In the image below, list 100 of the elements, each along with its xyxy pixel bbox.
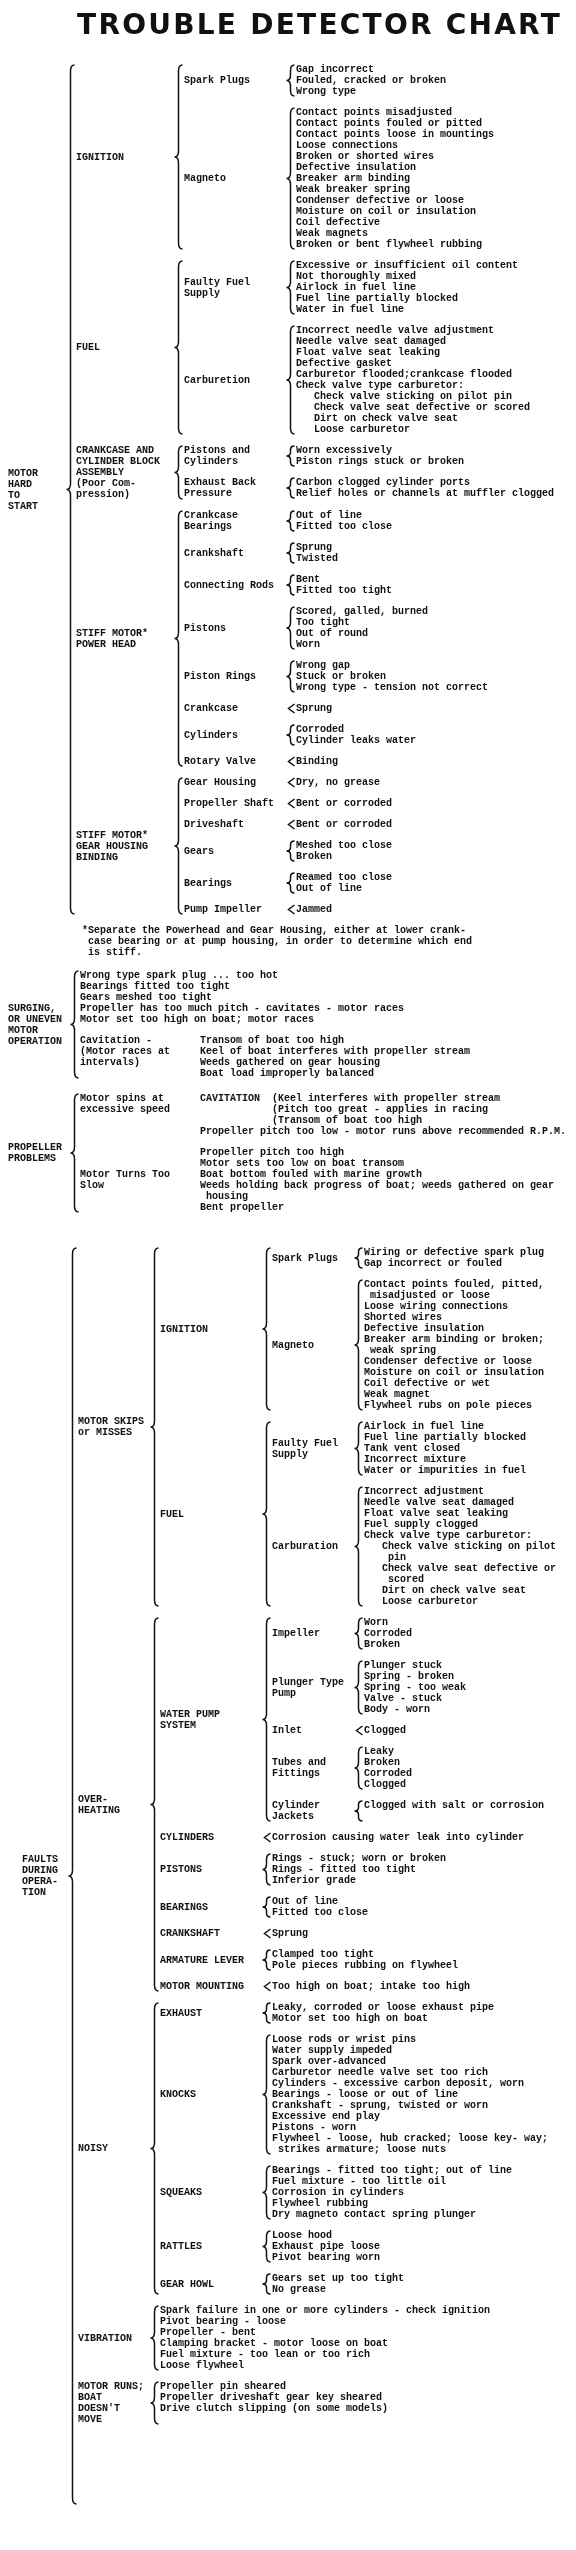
cause-text: Condenser defective or loose [296,195,466,206]
cause-text: Valve - stuck [364,1693,443,1704]
cause-text: Needle valve seat damaged [364,1497,516,1508]
cause-text: Wrong gap [296,660,351,671]
cause-text: Broken [296,851,333,862]
cause-text: Out of line [296,510,363,521]
cause-text: Drive clutch slipping (on some models) [160,2403,390,2414]
cause-text: Wrong type - tension not correct [296,682,490,693]
cause-text: Excessive or insufficient oil content [296,260,520,271]
cause-text: Dry, no grease [296,777,381,788]
cause-text: Worn [296,639,321,650]
cause-text: Cylinders - excessive carbon deposit, worn [272,2078,526,2089]
category-label: SURGING, OR UNEVEN MOTOR OPERATION [8,1002,63,1047]
cause-text: Loose rods or wrist pins [272,2034,418,2045]
cause-text: Check valve type carburetor: [296,380,466,391]
category-label: Piston Rings [184,671,257,682]
category-label: GEAR HOWL [160,2278,215,2290]
category-label: Motor spins at excessive speed [80,1093,171,1115]
cause-text: Broken or bent flywheel rubbing [296,239,484,250]
cause-text: Crankshaft - sprung, twisted or worn [272,2100,490,2111]
cause-text: Gears set up too tight [272,2273,406,2284]
cause-text: Propeller - bent [160,2327,257,2338]
category-label: Pistons [184,622,227,634]
cause-text: Broken [364,1639,401,1650]
cause-text: Breaker arm binding or broken; weak spring [364,1334,546,1356]
cause-text: Excessive end play [272,2111,381,2122]
cause-text: Flywheel - loose, hub cracked; loose key- way; strikes armature; loose nuts [272,2133,550,2155]
cause-text: Keel of boat interferes with propeller stream [200,1046,472,1057]
cause-text: Fitted too tight [296,585,393,596]
category-label: MOTOR HARD TO START [8,467,39,512]
cause-text: Fitted too close [272,1907,369,1918]
cause-text: Rings - fitted too tight [272,1864,418,1875]
category-label: Magneto [184,173,227,184]
cause-text: Propeller driveshaft gear key sheared [160,2392,383,2403]
cause-text: Coil defective or wet [364,1378,492,1389]
category-label: Crankcase [184,703,239,714]
cause-text: Fuel line partially blocked [364,1432,528,1443]
cause-text: Contact points misadjusted [296,107,453,118]
category-label: Faulty Fuel Supply [272,1437,339,1460]
category-label: EXHAUST [160,2007,203,2019]
cause-text: Weak breaker spring [296,184,412,195]
cause-text: Carburetor needle valve set too rich [272,2067,490,2078]
category-label: Gears [184,845,215,857]
category-label: MOTOR MOUNTING [160,1981,245,1992]
cause-text: Dry magneto contact spring plunger [272,2209,478,2220]
cause-text: Motor set too high on boat [272,2013,430,2024]
cause-text: Airlock in fuel line [296,282,418,293]
cause-text: Dirt on check valve seat [381,1585,528,1596]
category-label: Faulty Fuel Supply [184,276,251,299]
cause-text: (Transom of boat too high [272,1115,423,1126]
category-label: MOTOR SKIPS or MISSES [78,1416,145,1438]
category-label: BEARINGS [160,1901,209,1913]
cause-text: Float valve seat leaking [296,347,441,358]
cause-text: Bent or corroded [296,819,393,830]
cause-text: Condenser defective or loose [364,1356,534,1367]
category-label: (Motor races at intervals) [80,1046,171,1068]
cause-text: Gap incorrect [296,64,375,75]
cause-text: Rings - stuck; worn or broken [272,1853,448,1864]
cause-text: Fouled, cracked or broken [296,75,448,86]
cause-text: Propeller has too much pitch - cavitates - motor races [80,1003,406,1014]
cause-text: Out of line [296,883,363,894]
cause-text: Breaker arm binding [296,173,412,184]
category-label: Exhaust Back Pressure [184,477,257,499]
cause-text: Float valve seat leaking [364,1508,509,1519]
cause-text: Defective insulation [296,162,418,173]
category-label: Pump Impeller [184,904,263,915]
cause-text: Too high on boat; intake too high [272,1981,472,1992]
cause-text: Spring - too weak [364,1682,468,1693]
cause-text: Check valve sticking on pilot pin [381,1541,558,1563]
category-label: ARMATURE LEVER [160,1954,245,1966]
cause-text: Wrong type [296,86,357,97]
cause-text: Flywheel rubbing [272,2198,368,2209]
cause-text: Spark over-advanced [272,2056,387,2067]
cause-text: Broken or shorted wires [296,151,436,162]
cause-text: Not thoroughly mixed [296,271,418,282]
category-label: Rotary Valve [184,756,257,767]
cause-text: Weak magnet [364,1389,431,1400]
cause-text: No grease [272,2284,327,2295]
cause-text: Twisted [296,553,339,564]
cause-text: Spark failure in one or more cylinders - check ignition [160,2305,492,2316]
category-label: Magneto [272,1339,315,1351]
category-label: FUEL [76,342,101,353]
category-label: RATTLES [160,2241,203,2252]
cause-text: Carbon clogged cylinder ports [296,477,471,488]
cause-text: Pivot bearing - loose [160,2316,288,2327]
cause-text: Clogged [364,1725,407,1736]
cause-text: Corroded [296,724,345,735]
category-label: CYLINDERS [160,1832,215,1843]
cause-text: Loose carburetor [381,1596,479,1607]
cause-text: Clamped too tight [272,1949,375,1960]
cause-text: Airlock in fuel line [364,1421,486,1432]
category-label: Impeller [272,1628,321,1639]
cause-text: Out of line [272,1896,339,1907]
cause-text: Relief holes or channels at muffler clogged [296,488,556,499]
category-label: KNOCKS [160,2089,197,2100]
category-label: OVER- HEATING [78,1793,121,1816]
cause-text: Binding [296,756,339,767]
cause-text: Clamping bracket - motor loose on boat [160,2338,390,2349]
category-label: Driveshaft [184,819,245,830]
category-label: CRANKCASE AND CYLINDER BLOCK ASSEMBLY [76,445,161,478]
